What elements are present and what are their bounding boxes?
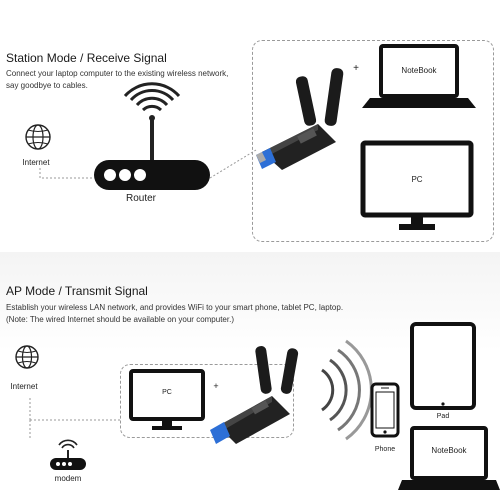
tablet-icon — [410, 322, 476, 410]
station-devices-frame — [252, 40, 494, 242]
plus-sign: + — [353, 63, 359, 74]
wifi-signal-icon — [123, 82, 181, 160]
notebook-icon — [398, 426, 500, 490]
wifi-signal-icon — [58, 439, 78, 458]
usb-wifi-adapter-icon — [256, 68, 344, 170]
ap-mode-description-line1: Establish your wireless LAN network, and… — [6, 303, 344, 312]
station-mode-description-line1: Connect your laptop computer to the exis… — [6, 69, 229, 78]
internet-label: Internet — [10, 382, 38, 391]
pc-monitor-icon — [129, 369, 205, 430]
station-mode-title: Station Mode / Receive Signal — [6, 51, 167, 65]
notebook-label: NoteBook — [401, 66, 437, 75]
router-icon — [94, 160, 210, 190]
wifi-waves-icon — [321, 339, 373, 441]
modem-icon — [50, 458, 86, 470]
globe-icon — [15, 345, 39, 369]
globe-icon — [25, 124, 51, 150]
ap-devices-frame — [120, 364, 294, 438]
notebook-icon — [362, 44, 476, 108]
ap-mode-description-line2: (Note: The wired Internet should be avai… — [6, 315, 234, 324]
router-label: Router — [125, 193, 156, 204]
usb-wifi-adapter-icon — [210, 346, 299, 444]
station-mode-description-line2: say goodbye to cables. — [6, 81, 88, 90]
pad-label: Pad — [436, 413, 450, 420]
pc-label: PC — [162, 389, 172, 396]
ap-mode-title: AP Mode / Transmit Signal — [6, 284, 148, 298]
phone-label: Phone — [374, 446, 396, 453]
pc-label: PC — [411, 175, 423, 184]
plus-sign: + — [213, 381, 219, 391]
phone-icon — [370, 382, 400, 438]
pc-monitor-icon — [360, 140, 474, 230]
internet-label: Internet — [22, 158, 50, 167]
notebook-label: NoteBook — [431, 446, 467, 455]
modem-label: modem — [54, 474, 82, 483]
